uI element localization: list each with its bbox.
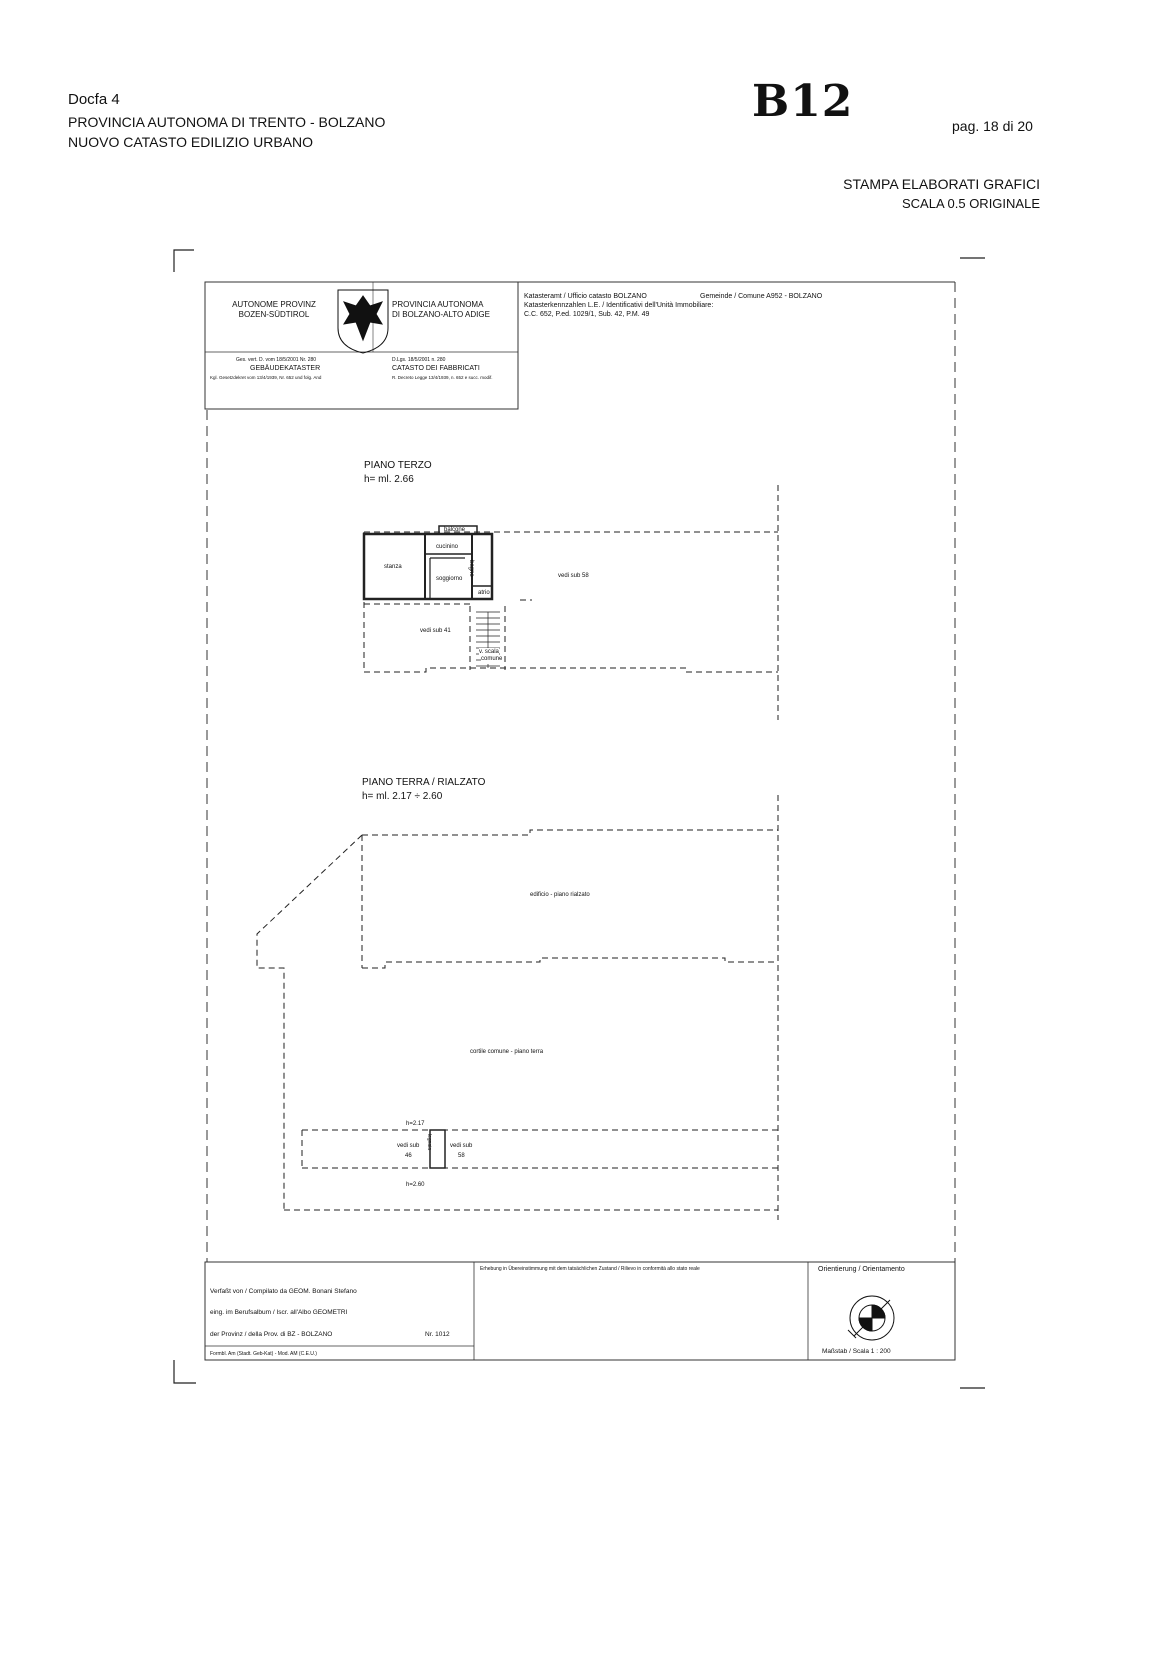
height-bottom: h=2.60 — [406, 1182, 425, 1188]
software-label: Docfa 4 — [68, 91, 120, 108]
catasto-label: NUOVO CATASTO EDILIZIO URBANO — [68, 134, 314, 150]
law-de: Ges. vert. D. vom 18/5/2001 Nr. 280 — [236, 357, 317, 363]
title-de-line1: AUTONOME PROVINZ — [232, 300, 316, 309]
dept-de: GEBÄUDEKATASTER — [250, 365, 321, 372]
title-de-line2: BOZEN-SÜDTIROL — [238, 310, 310, 319]
page-number: pag. 18 di 20 — [952, 118, 1033, 134]
room-soggiorno: soggiorno — [436, 576, 463, 582]
eagle-emblem-icon — [337, 289, 389, 354]
scala-label-2: comune — [481, 655, 503, 664]
handwritten-code: B12 — [752, 76, 854, 127]
room-cucinino: cucinino — [436, 544, 459, 550]
ident-line: Katasterkennzahlen L.E. / Identificativi… — [524, 302, 714, 309]
upper-floor-plan — [362, 485, 779, 720]
lower-plan-height: h= ml. 2.17 ÷ 2.60 — [362, 791, 443, 802]
law-it: D.Lgs. 18/5/2001 n. 280 — [392, 357, 446, 363]
vedi-sub-58: vedi sub 58 — [558, 573, 589, 579]
sub-46: 46 — [405, 1153, 412, 1159]
model-line: Formbl. Am (Stadt. Geb-Kat) - Mod. AM (C… — [210, 1351, 317, 1357]
ident-values: C.C. 652, P.ed. 1029/1, Sub. 42, P.M. 49 — [524, 311, 650, 318]
vedi-sub-right: vedi sub — [450, 1143, 473, 1149]
upper-plan-height: h= ml. 2.66 — [364, 474, 414, 485]
legnaia-walls — [429, 1129, 446, 1169]
scala-label-1: v. scala — [479, 648, 499, 657]
title-it-line1: PROVINCIA AUTONOMA — [392, 300, 484, 309]
province-line: der Provinz / della Prov. di BZ - BOLZAN… — [210, 1331, 333, 1338]
crop-marks — [173, 249, 985, 1389]
title-it-line2: DI BOLZANO-ALTO ADIGE — [392, 310, 490, 319]
height-top: h=2.17 — [406, 1121, 425, 1127]
ground-floor-plan — [256, 795, 779, 1220]
room-bagno: bagno — [468, 560, 474, 577]
title-de: AUTONOME PROVINZ BOZEN-SÜDTIROL — [215, 300, 333, 320]
office-line: Katasteramt / Ufficio catasto BOLZANO — [524, 293, 647, 300]
legnaia-label: legnaia — [426, 1134, 432, 1151]
registration-number: Nr. 1012 — [425, 1331, 450, 1338]
albo-line: eing. im Berufsalbum / Iscr. all'Albo GE… — [210, 1309, 348, 1316]
compiled-by: Verfaßt von / Compilato da GEOM. Bonani … — [210, 1288, 357, 1295]
orientation-label: Orientierung / Orientamento — [818, 1266, 905, 1273]
scale-note: SCALA 0.5 ORIGINALE — [901, 196, 1040, 211]
cortile-label: cortile comune - piano terra — [470, 1049, 544, 1055]
room-balcone: balcone — [444, 527, 466, 533]
province-label: PROVINCIA AUTONOMA DI TRENTO - BOLZANO — [68, 114, 386, 130]
edificio-label: edificio - piano rialzato — [530, 892, 590, 898]
sub-58: 58 — [458, 1153, 465, 1159]
vedi-sub-41: vedi sub 41 — [420, 628, 451, 634]
law-it2: R. Decreto Legge 13/4/1939, n. 652 e suc… — [392, 375, 493, 380]
title-it: PROVINCIA AUTONOMA DI BOLZANO-ALTO ADIGE — [392, 300, 490, 320]
north-arrow-icon — [847, 1295, 895, 1341]
print-title: STAMPA ELABORATI GRAFICI — [843, 176, 1040, 192]
room-atrio: atrio — [478, 590, 490, 596]
law-de2: Kgl. Gesetzdekret vom 13/4/1939, Nr. 652… — [210, 375, 322, 380]
comune-line: Gemeinde / Comune A952 - BOLZANO — [700, 293, 823, 300]
dept-it: CATASTO DEI FABBRICATI — [392, 365, 480, 372]
survey-note: Erhebung in Übereinstimmung mit dem tats… — [480, 1266, 700, 1272]
vedi-sub-left: vedi sub — [397, 1143, 420, 1149]
sheet-frame — [204, 281, 956, 1361]
room-stanza: stanza — [384, 564, 402, 570]
lower-plan-title: PIANO TERRA / RIALZATO — [362, 777, 486, 788]
upper-plan-title: PIANO TERZO — [364, 460, 432, 471]
scale-label: Maßstab / Scala 1 : 200 — [822, 1348, 891, 1355]
